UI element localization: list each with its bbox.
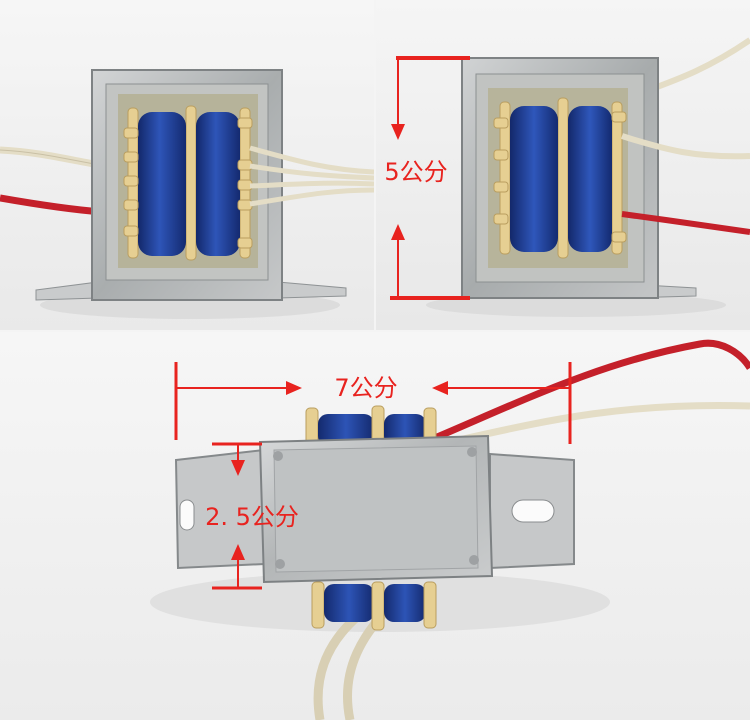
side-view-drawing: 5公分 <box>376 0 750 330</box>
transformer-front-view-photo <box>0 0 374 330</box>
transformer-side-view-photo: 5公分 <box>376 0 750 330</box>
width-dimension-marker <box>174 362 572 444</box>
arrow-up-icon <box>391 224 405 240</box>
height-dimension-marker <box>390 56 470 300</box>
depth-dimension-marker <box>212 442 262 590</box>
arrow-up-icon <box>231 544 245 560</box>
top-view-drawing: 7公分 2. 5公分 <box>0 332 750 720</box>
front-view-drawing <box>0 0 374 330</box>
arrow-left-icon <box>432 381 448 395</box>
width-dimension-label: 7公分 <box>334 374 397 402</box>
arrow-down-icon <box>231 460 245 476</box>
arrow-right-icon <box>286 381 302 395</box>
depth-dimension-label: 2. 5公分 <box>205 503 299 531</box>
height-dimension-label: 5公分 <box>384 158 447 186</box>
arrow-down-icon <box>391 124 405 140</box>
transformer-top-view-photo: 7公分 2. 5公分 <box>0 332 750 720</box>
